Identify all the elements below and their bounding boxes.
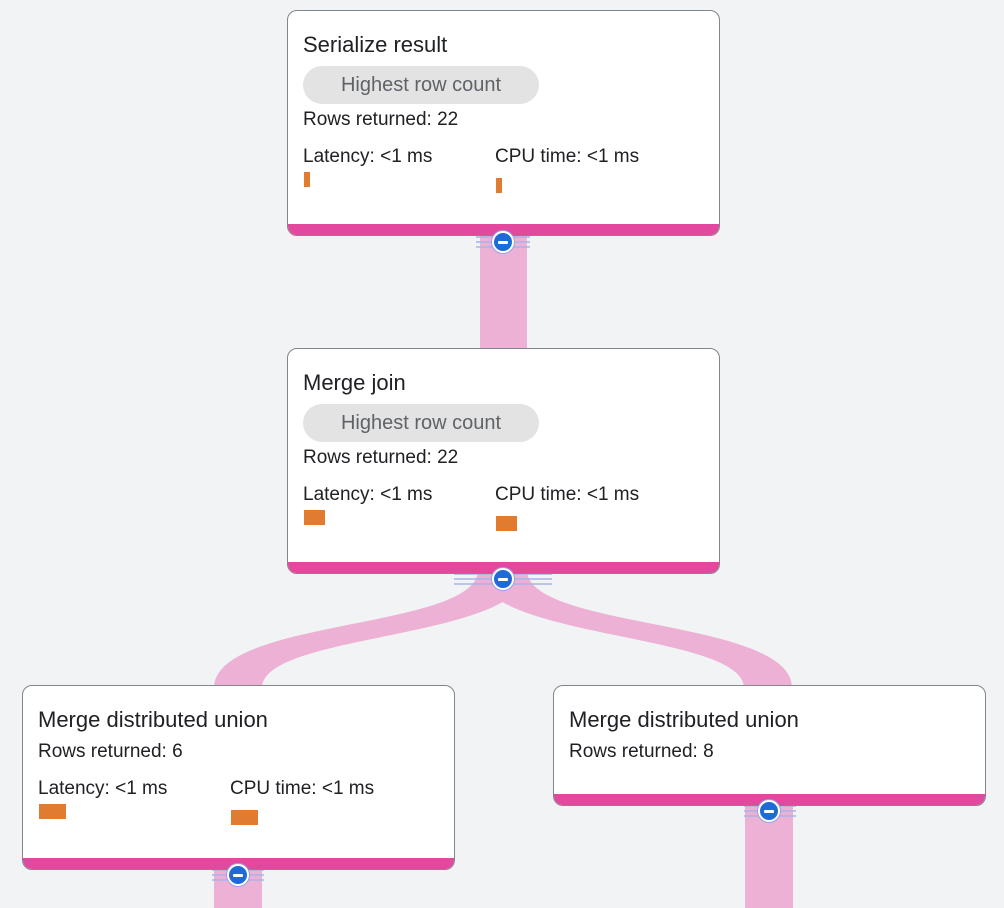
cpu-time-label: CPU time: <1 ms [495,484,640,505]
node-title: Merge join [303,370,406,395]
plan-node-merge-distributed-union-right[interactable]: Merge distributed union Rows returned: 8 [553,685,986,806]
cpu-time-label: CPU time: <1 ms [230,778,375,799]
rows-returned: Rows returned: 22 [303,109,459,130]
collapse-toggle-icon[interactable] [492,231,514,253]
node-bottom-strip [554,794,985,805]
plan-node-serialize-result[interactable]: Serialize result Highest row count Rows … [287,10,720,236]
link-merge-join-to-union-right [478,570,792,688]
rows-returned: Rows returned: 8 [569,741,714,762]
node-title: Merge distributed union [569,707,799,732]
collapse-toggle-icon[interactable] [758,800,780,822]
plan-node-merge-distributed-union-left[interactable]: Merge distributed union Rows returned: 6… [22,685,455,870]
plan-node-merge-join[interactable]: Merge join Highest row count Rows return… [287,348,720,574]
latency-bar [304,510,325,525]
latency-label: Latency: <1 ms [303,484,433,505]
link-merge-join-to-union-left [214,570,527,688]
highest-row-count-badge: Highest row count [303,66,539,104]
node-title: Serialize result [303,32,448,57]
cpu-time-bar [496,516,517,531]
node-bottom-strip [288,224,719,235]
cpu-time-bar [496,178,502,193]
cpu-time-label: CPU time: <1 ms [495,146,640,167]
rows-returned: Rows returned: 22 [303,447,459,468]
node-bottom-strip [23,858,454,869]
node-bottom-strip [288,562,719,573]
rows-returned: Rows returned: 6 [38,741,183,762]
cpu-time-bar [231,810,258,825]
latency-label: Latency: <1 ms [38,778,168,799]
latency-label: Latency: <1 ms [303,146,433,167]
node-title: Merge distributed union [38,707,268,732]
collapse-toggle-icon[interactable] [227,864,249,886]
link-serialize-to-merge-join [480,236,527,350]
highest-row-count-badge: Highest row count [303,404,539,442]
collapse-toggle-icon[interactable] [492,568,514,590]
latency-bar [39,804,66,819]
latency-bar [304,172,310,187]
